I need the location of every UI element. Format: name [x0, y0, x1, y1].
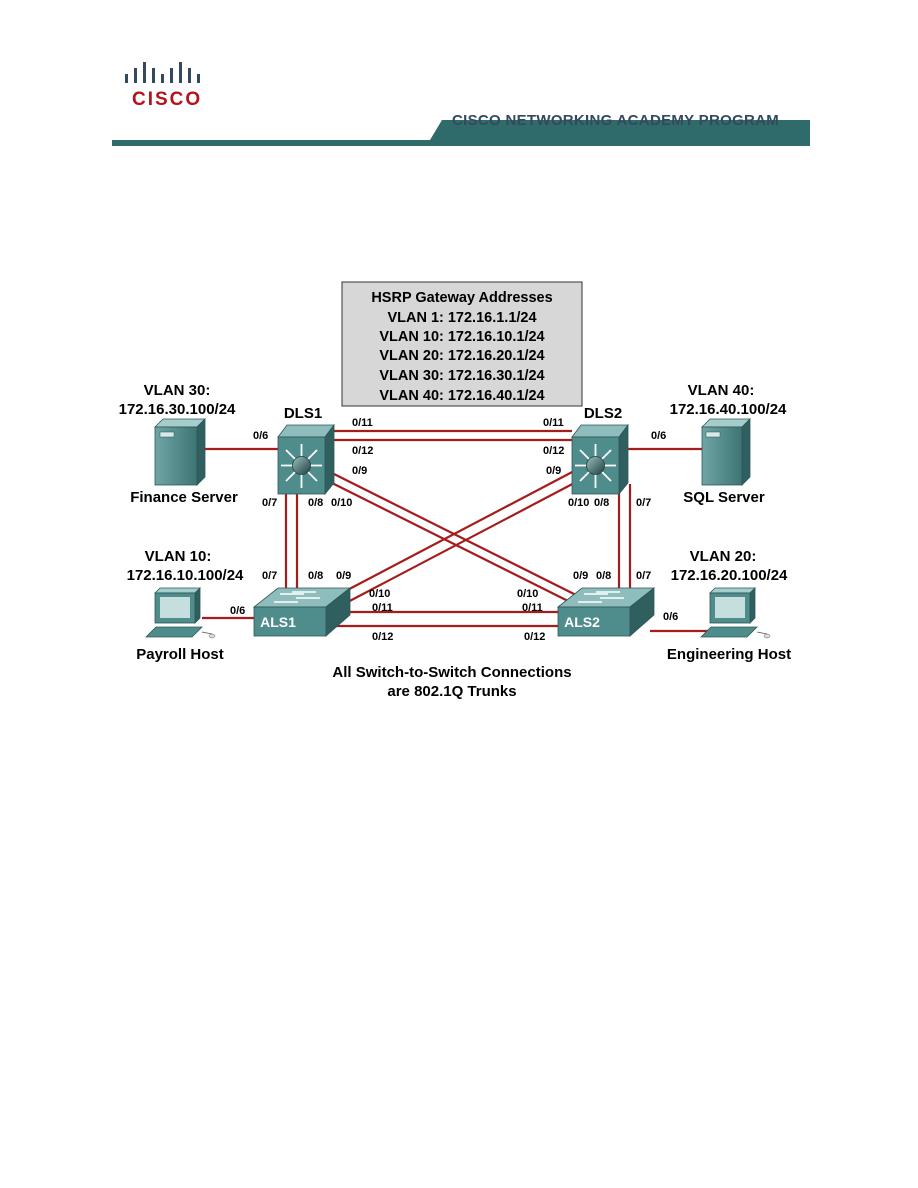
link-dls2-als1-b [343, 479, 581, 605]
hsrp-line-vlan10: VLAN 10: 172.16.10.1/24 [379, 329, 544, 345]
hsrp-title: HSRP Gateway Addresses [371, 290, 552, 306]
link-dls1-als2-b [321, 477, 571, 603]
server-icon [701, 418, 751, 486]
sql-ip: 172.16.40.100/24 [670, 401, 787, 418]
port-label: 0/8 [308, 497, 323, 509]
port-label: 0/8 [596, 570, 611, 582]
hsrp-gateway-box: HSRP Gateway Addresses VLAN 1: 172.16.1.… [341, 281, 583, 407]
engineering-host: VLAN 20: 172.16.20.100/24 Engineering Ho… [667, 548, 791, 663]
sql-name: SQL Server [683, 489, 765, 506]
port-label: 0/9 [336, 570, 351, 582]
port-label: 0/7 [636, 497, 651, 509]
port-label: 0/10 [331, 497, 352, 509]
port-label: 0/6 [663, 611, 678, 623]
port-label: 0/9 [352, 465, 367, 477]
port-label: 0/7 [262, 497, 277, 509]
pc-icon [700, 587, 771, 639]
hsrp-line-vlan1: VLAN 1: 172.16.1.1/24 [387, 310, 536, 326]
port-label: 0/10 [517, 588, 538, 600]
port-label: 0/12 [352, 445, 373, 457]
port-label: 0/11 [352, 417, 373, 429]
hsrp-line-vlan20: VLAN 20: 172.16.20.1/24 [379, 348, 544, 364]
finance-server: VLAN 30: 172.16.30.100/24 Finance Server [119, 382, 238, 506]
als1-label: ALS1 [260, 614, 296, 630]
trunk-caption-line1: All Switch-to-Switch Connections [332, 664, 571, 681]
port-label: 0/9 [573, 570, 588, 582]
switch-dls2: DLS2 [571, 405, 629, 496]
port-label: 0/12 [372, 631, 393, 643]
hsrp-line-vlan30: VLAN 30: 172.16.30.1/24 [379, 368, 544, 384]
trunk-caption-line2: are 802.1Q Trunks [387, 683, 516, 700]
port-label: 0/11 [372, 602, 393, 614]
port-label: 0/6 [253, 430, 268, 442]
link-dls1-als2-a [321, 467, 579, 597]
sql-server: VLAN 40: 172.16.40.100/24 SQL Server [670, 382, 787, 506]
engineering-ip: 172.16.20.100/24 [671, 567, 788, 584]
port-label: 0/7 [262, 570, 277, 582]
port-label: 0/8 [308, 570, 323, 582]
finance-ip: 172.16.30.100/24 [119, 401, 236, 418]
port-label: 0/10 [369, 588, 390, 600]
finance-vlan: VLAN 30: [144, 382, 211, 399]
port-labels: 0/6 0/11 0/12 0/9 0/11 0/12 0/9 0/6 0/7 … [230, 417, 678, 643]
multilayer-switch-icon [571, 423, 629, 496]
als2-label: ALS2 [564, 614, 600, 630]
switch-dls1: DLS1 [277, 405, 335, 496]
sql-vlan: VLAN 40: [688, 382, 755, 399]
payroll-vlan: VLAN 10: [145, 548, 212, 565]
switch-als1: ALS1 [252, 587, 352, 637]
port-label: 0/9 [546, 465, 561, 477]
port-label: 0/6 [651, 430, 666, 442]
cisco-logo-text: CISCO [132, 89, 203, 110]
dls1-label: DLS1 [284, 405, 322, 422]
workgroup-switch-icon [556, 587, 656, 637]
payroll-ip: 172.16.10.100/24 [127, 567, 244, 584]
link-dls2-als1-a [335, 469, 577, 597]
program-title: CISCO NETWORKING ACADEMY PROGRAM [452, 112, 780, 129]
port-label: 0/11 [522, 602, 543, 614]
port-label: 0/12 [543, 445, 564, 457]
engineering-name: Engineering Host [667, 646, 791, 663]
server-icon [154, 418, 206, 486]
payroll-host: VLAN 10: 172.16.10.100/24 Payroll Host [127, 548, 244, 663]
dls2-label: DLS2 [584, 405, 622, 422]
hsrp-line-vlan40: VLAN 40: 172.16.40.1/24 [379, 388, 544, 404]
port-label: 0/7 [636, 570, 651, 582]
header-bar [112, 120, 810, 146]
port-label: 0/11 [543, 417, 564, 429]
port-label: 0/6 [230, 605, 245, 617]
cisco-logo-bars-icon [125, 62, 200, 83]
workgroup-switch-icon [252, 587, 352, 637]
payroll-name: Payroll Host [136, 646, 224, 663]
multilayer-switch-icon [277, 423, 335, 496]
finance-name: Finance Server [130, 489, 238, 506]
engineering-vlan: VLAN 20: [690, 548, 757, 565]
port-label: 0/10 [568, 497, 589, 509]
switch-als2: ALS2 [556, 587, 656, 637]
port-label: 0/8 [594, 497, 609, 509]
port-label: 0/12 [524, 631, 545, 643]
pc-icon [145, 587, 216, 639]
